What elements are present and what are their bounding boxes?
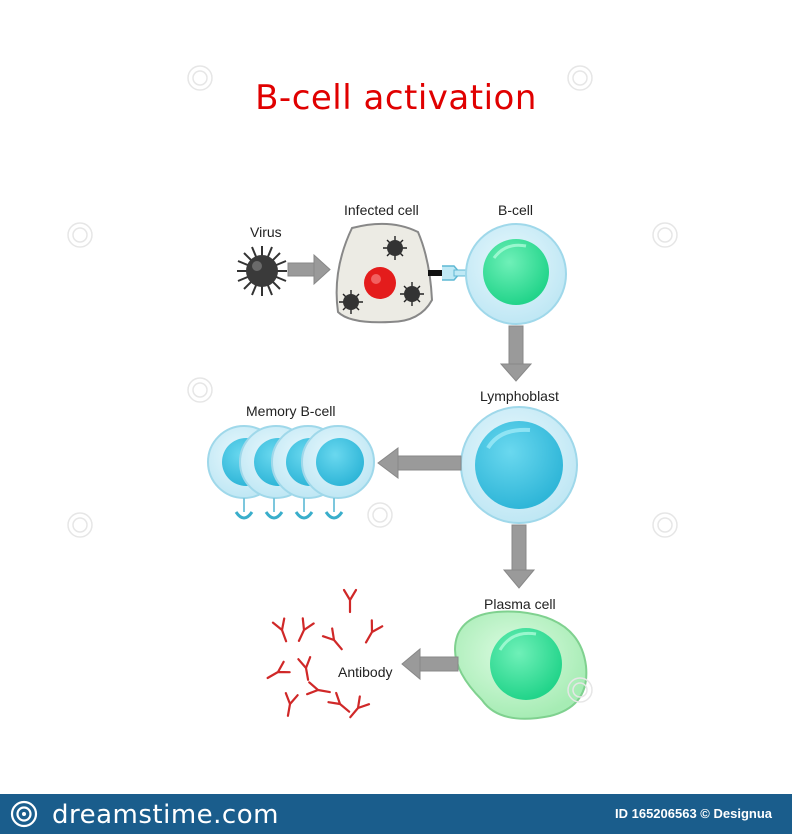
lymphoblast bbox=[460, 406, 578, 524]
arrow-lymphoblast-to-plasma bbox=[502, 524, 536, 589]
arrow-virus-to-infected bbox=[287, 253, 331, 286]
antibodies bbox=[266, 588, 384, 719]
footer-brand[interactable]: dreamstime.com bbox=[52, 800, 279, 830]
footer-id: ID 165206563 © Designua bbox=[615, 806, 772, 821]
label-lymphoblast: Lymphoblast bbox=[480, 388, 559, 404]
dreamstime-logo-icon bbox=[10, 800, 38, 828]
label-virus: Virus bbox=[250, 224, 282, 240]
label-plasma-cell: Plasma cell bbox=[484, 596, 556, 612]
arrow-plasma-to-antibody bbox=[401, 647, 459, 681]
arrow-bcell-to-lymphoblast bbox=[499, 325, 533, 382]
label-antibody: Antibody bbox=[338, 664, 393, 680]
infected-cell bbox=[335, 222, 434, 324]
label-b-cell: B-cell bbox=[498, 202, 534, 218]
label-memory-b-cell: Memory B-cell bbox=[246, 403, 336, 419]
footer-bar: dreamstime.com ID 165206563 © Designua bbox=[0, 794, 792, 834]
watermark-icons bbox=[67, 65, 678, 703]
page-title: B-cell activation bbox=[255, 78, 537, 118]
arrow-lymphoblast-to-memory bbox=[377, 447, 462, 479]
plasma-cell bbox=[454, 610, 588, 720]
label-infected-cell: Infected cell bbox=[344, 202, 419, 218]
virus-particle bbox=[237, 246, 287, 296]
b-cell bbox=[465, 223, 567, 325]
memory-b-cell bbox=[301, 425, 375, 520]
receptor-binding bbox=[428, 265, 469, 281]
memory-b-cells bbox=[207, 425, 375, 520]
